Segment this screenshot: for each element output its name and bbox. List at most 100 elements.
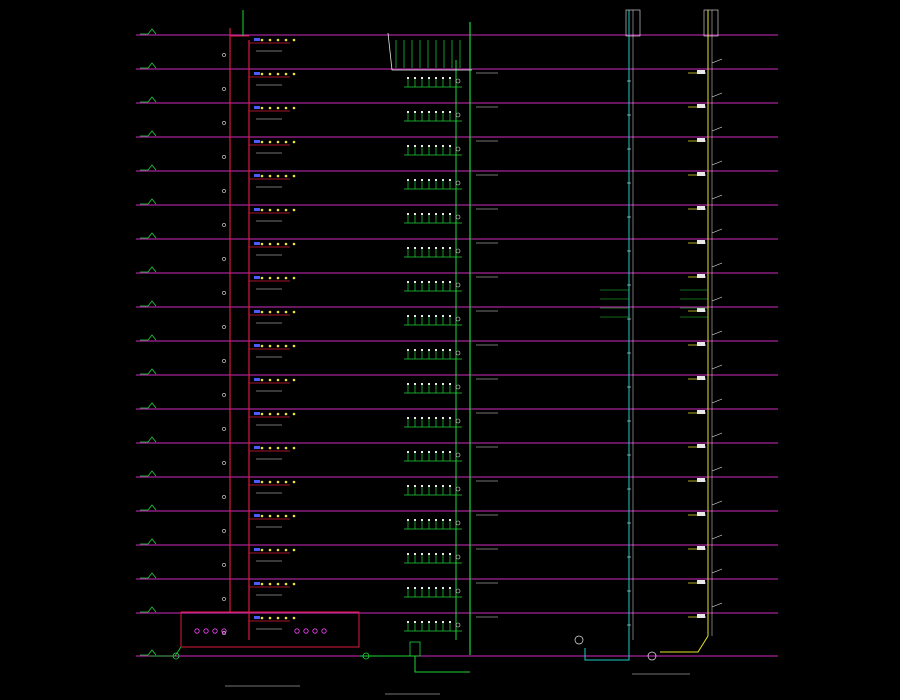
meter-well-icon <box>409 641 421 657</box>
valve-icon <box>222 529 226 533</box>
hydrant-fixture-icon <box>260 276 264 280</box>
valve-icon <box>172 652 180 660</box>
cleanout-icon <box>697 580 705 584</box>
fixture-icon <box>414 451 416 453</box>
hydrant-fixture-icon <box>260 140 264 144</box>
hydrant-fixture-icon <box>292 582 296 586</box>
elevation-mark-icon <box>140 232 157 239</box>
roof-tank-outline <box>387 32 472 71</box>
vent-branch <box>711 432 723 438</box>
hydrant-fixture-icon <box>268 106 272 110</box>
hydrant-cabinet-icon <box>254 174 260 177</box>
fixture-icon <box>449 485 451 487</box>
fixture-icon <box>435 519 437 521</box>
hydrant-fixture-icon <box>276 208 280 212</box>
fixture-icon <box>442 281 444 283</box>
vent-cap-right <box>703 9 719 37</box>
valve-icon <box>222 189 226 193</box>
elevation-mark-icon <box>140 28 157 35</box>
inspection-well-icon <box>574 635 584 645</box>
fixture-icon <box>414 247 416 249</box>
hydrant-fixture-icon <box>284 276 288 280</box>
valve-icon <box>222 461 226 465</box>
fixture-icon <box>435 621 437 623</box>
fixture-icon <box>442 587 444 589</box>
fixture-icon <box>428 587 430 589</box>
hydrant-fixture-icon <box>284 378 288 382</box>
fixture-icon <box>407 417 409 419</box>
water-meter-icon <box>455 78 461 84</box>
vent-branch <box>711 568 723 574</box>
fixture-icon <box>449 553 451 555</box>
hydrant-fixture-icon <box>276 548 280 552</box>
elevation-mark-icon <box>140 334 157 341</box>
fixture-icon <box>435 383 437 385</box>
hydrant-fixture-icon <box>284 174 288 178</box>
fixture-icon <box>421 349 423 351</box>
pump-icon <box>221 628 227 634</box>
vent-branch <box>711 364 723 370</box>
hydrant-fixture-icon <box>276 378 280 382</box>
valve-icon <box>222 359 226 363</box>
elevation-mark-icon <box>140 572 157 579</box>
water-meter-icon <box>455 588 461 594</box>
fixture-icon <box>407 349 409 351</box>
hydrant-fixture-icon <box>260 548 264 552</box>
hydrant-fixture-icon <box>260 72 264 76</box>
hydrant-fixture-icon <box>260 446 264 450</box>
fixture-icon <box>428 179 430 181</box>
fixture-icon <box>449 519 451 521</box>
hydrant-cabinet-icon <box>254 514 260 517</box>
fixture-icon <box>442 77 444 79</box>
elevation-mark-icon <box>140 538 157 545</box>
cleanout-icon <box>697 308 705 312</box>
hydrant-fixture-icon <box>260 310 264 314</box>
fixture-icon <box>421 417 423 419</box>
hydrant-fixture-icon <box>292 446 296 450</box>
vent-branch <box>711 262 723 268</box>
fixture-icon <box>449 281 451 283</box>
hydrant-fixture-icon <box>260 242 264 246</box>
hydrant-fixture-icon <box>260 174 264 178</box>
fixture-icon <box>428 213 430 215</box>
hydrant-fixture-icon <box>276 242 280 246</box>
hydrant-cabinet-icon <box>254 38 260 41</box>
fixture-icon <box>442 383 444 385</box>
elevation-mark-icon <box>140 368 157 375</box>
hydrant-cabinet-icon <box>254 446 260 449</box>
fixture-icon <box>442 417 444 419</box>
fixture-icon <box>435 281 437 283</box>
fixture-icon <box>407 213 409 215</box>
valve-icon <box>222 597 226 601</box>
hydrant-fixture-icon <box>268 446 272 450</box>
fixture-icon <box>449 621 451 623</box>
fixture-icon <box>421 383 423 385</box>
fixture-icon <box>414 315 416 317</box>
fixture-icon <box>442 451 444 453</box>
cleanout-icon <box>697 512 705 516</box>
hydrant-fixture-icon <box>292 140 296 144</box>
fixture-icon <box>421 451 423 453</box>
fixture-icon <box>442 247 444 249</box>
hydrant-fixture-icon <box>268 548 272 552</box>
fixture-icon <box>435 315 437 317</box>
valve-icon <box>222 563 226 567</box>
valve-icon <box>222 53 226 57</box>
elevation-mark-icon <box>140 470 157 477</box>
fire-pump-room <box>180 611 360 648</box>
fixture-icon <box>414 213 416 215</box>
fixture-icon <box>407 587 409 589</box>
fixture-icon <box>449 315 451 317</box>
water-meter-icon <box>455 248 461 254</box>
vent-cap-left <box>625 9 641 37</box>
fixture-icon <box>421 111 423 113</box>
hydrant-fixture-icon <box>260 378 264 382</box>
pump-icon <box>321 628 327 634</box>
valve-icon <box>222 257 226 261</box>
elevation-mark-icon <box>140 436 157 443</box>
fixture-icon <box>442 145 444 147</box>
hydrant-cabinet-icon <box>254 412 260 415</box>
fixture-icon <box>428 621 430 623</box>
fixture-icon <box>407 621 409 623</box>
hydrant-cabinet-icon <box>254 616 260 619</box>
